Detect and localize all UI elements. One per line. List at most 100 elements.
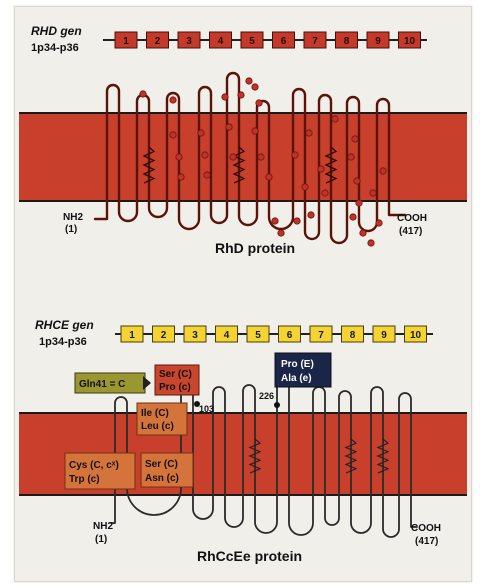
variant-ser-pro-line1: Ser (C): [159, 369, 192, 380]
variant-ile-leu-line1: Ile (C): [141, 408, 169, 419]
variant-ile-leu-line2: Leu (c): [141, 421, 174, 432]
exon-10: 10: [405, 326, 427, 342]
residue-dot: [266, 174, 272, 180]
residue-dot: [294, 218, 300, 224]
exon-4: 4: [216, 326, 238, 342]
residue-dot: [332, 116, 338, 122]
residue-103-label: 103: [199, 404, 214, 414]
exon-number: 7: [312, 36, 318, 47]
residue-dot: [202, 152, 208, 158]
rhd-n-terminus-position: (1): [65, 224, 77, 235]
rh-figure: RHD gen 1p34-p36 1 2 3 4 5 6 7 8 9 10 NH2 (1) COO…: [14, 6, 472, 582]
residue-dot: [252, 84, 258, 90]
rhd-locus-label: 1p34-p36: [31, 42, 79, 54]
exon-number: 10: [410, 330, 422, 341]
exon-number: 9: [375, 36, 381, 47]
exon-number: 8: [344, 36, 350, 47]
variant-pro-ala-line1: Pro (E): [281, 359, 314, 370]
residue-dot: [354, 178, 360, 184]
exon-5: 5: [241, 32, 263, 48]
exon-number: 9: [381, 330, 387, 341]
exon-6: 6: [273, 32, 295, 48]
variant-ile-leu: Ile (C) Leu (c): [137, 403, 187, 435]
variant-ser-asn: Ser (C) Asn (c): [141, 453, 193, 487]
residue-dot: [302, 184, 308, 190]
exon-number: 6: [287, 330, 293, 341]
exon-1: 1: [121, 326, 143, 342]
exon-6: 6: [279, 326, 301, 342]
residue-dot: [348, 154, 354, 160]
exon-8: 8: [336, 32, 358, 48]
residue-dot: [258, 154, 264, 160]
residue-dot: [178, 174, 184, 180]
exon-3: 3: [184, 326, 206, 342]
variant-gln41: Gln41 = C: [75, 373, 151, 393]
exon-number: 5: [249, 36, 255, 47]
exon-3: 3: [178, 32, 200, 48]
residue-dot: [256, 100, 262, 106]
exon-9: 9: [367, 32, 389, 48]
residue-dot: [198, 130, 204, 136]
exon-number: 6: [281, 36, 287, 47]
exon-number: 2: [155, 36, 161, 47]
exon-number: 2: [161, 330, 167, 341]
residue-dot: [246, 78, 252, 84]
rhd-protein-title: RhD protein: [215, 240, 295, 256]
residue-dot: [176, 154, 182, 160]
residue-226-label: 226: [259, 391, 274, 401]
residue-dot: [318, 166, 324, 172]
residue-dot: [226, 124, 232, 130]
variant-cys-trp-line1: Cys (C, cˣ): [69, 460, 119, 471]
residue-226-marker: [274, 402, 280, 408]
rhce-n-terminus-label: NH2: [93, 521, 113, 532]
residue-dot: [230, 154, 236, 160]
variant-ser-asn-line1: Ser (C): [145, 459, 178, 470]
residue-dot: [370, 190, 376, 196]
variant-gln41-pointer: [143, 376, 151, 390]
residue-dot: [272, 218, 278, 224]
residue-dot: [380, 168, 386, 174]
residue-dot: [170, 132, 176, 138]
variant-pro-ala: Pro (E) Ala (e): [275, 353, 331, 387]
exon-number: 10: [404, 36, 416, 47]
exon-number: 1: [129, 330, 135, 341]
exon-number: 3: [192, 330, 198, 341]
exon-7: 7: [310, 326, 332, 342]
exon-number: 7: [318, 330, 324, 341]
residue-dot: [350, 214, 356, 220]
residue-dot: [306, 130, 312, 136]
exon-1: 1: [115, 32, 137, 48]
exon-2: 2: [147, 32, 169, 48]
rhce-gene-label: RHCE gen: [35, 318, 94, 332]
rhd-membrane: [19, 113, 467, 201]
residue-dot: [252, 128, 258, 134]
residue-dot: [222, 94, 228, 100]
exon-number: 8: [350, 330, 356, 341]
residue-dot: [278, 230, 284, 236]
variant-ser-asn-line2: Asn (c): [145, 473, 179, 484]
residue-dot: [368, 240, 374, 246]
exon-number: 4: [218, 36, 224, 47]
exon-number: 5: [255, 330, 261, 341]
residue-dot: [292, 152, 298, 158]
rhd-c-terminus-position: (417): [399, 226, 422, 237]
exon-number: 3: [186, 36, 192, 47]
rhd-gene-label: RHD gen: [31, 24, 82, 38]
exon-10: 10: [399, 32, 421, 48]
residue-dot: [140, 91, 146, 97]
exon-7: 7: [304, 32, 326, 48]
rhd-c-terminus-label: COOH: [397, 213, 427, 224]
rhce-c-terminus-label: COOH: [411, 523, 441, 534]
exon-8: 8: [342, 326, 364, 342]
residue-dot: [352, 136, 358, 142]
rhce-c-terminus-position: (417): [415, 536, 438, 547]
variant-cys-trp-line2: Trp (c): [69, 474, 100, 485]
variant-ser-pro: Ser (C) Pro (c): [155, 365, 199, 395]
residue-dot: [204, 172, 210, 178]
residue-dot: [170, 97, 176, 103]
residue-dot: [376, 220, 382, 226]
exon-9: 9: [373, 326, 395, 342]
